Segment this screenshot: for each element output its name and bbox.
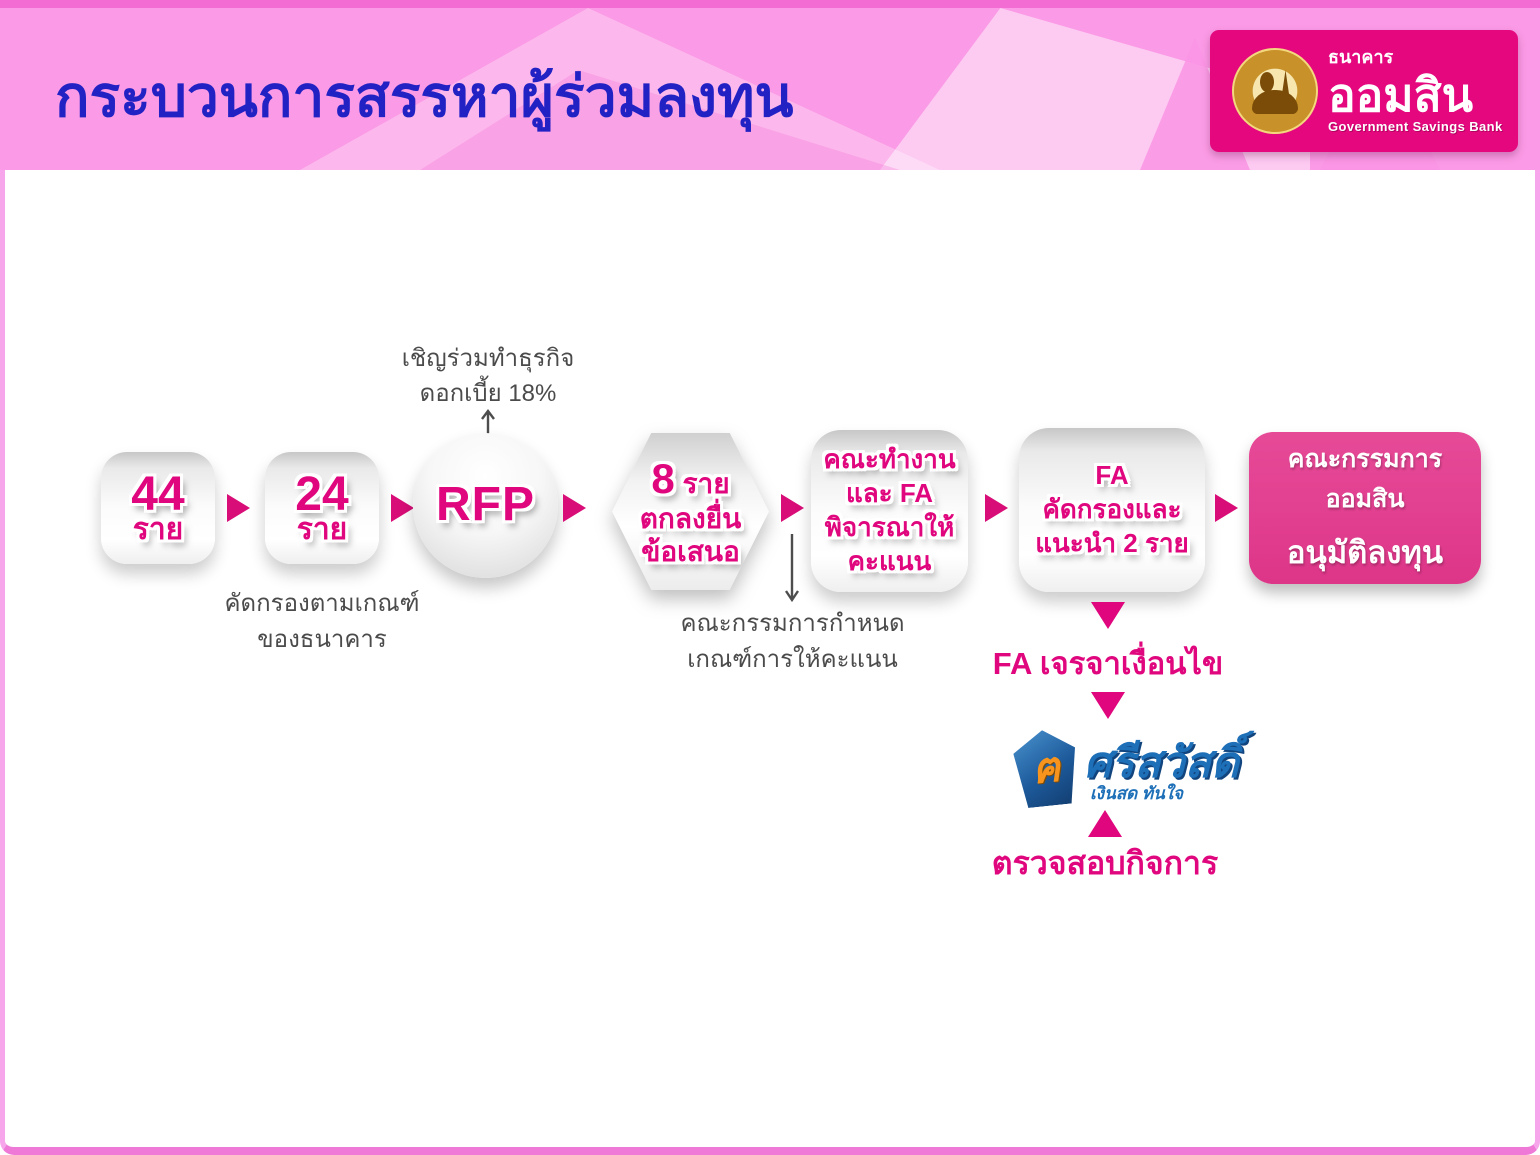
audit-label: ตรวจสอบกิจการ	[991, 845, 1219, 881]
triangle-down-icon	[1091, 692, 1125, 719]
flow-arrow-icon	[227, 494, 250, 522]
working-group-line1: คณะทำงาน	[823, 444, 956, 475]
emblem-detail	[1282, 70, 1289, 94]
gsb-emblem-icon	[1232, 48, 1318, 134]
down-arrow-icon	[785, 534, 799, 603]
screening-caption-line1: คัดกรองตามเกณฑ์	[224, 590, 420, 617]
top-accent-strip	[0, 0, 1540, 8]
flow-arrow-icon	[1215, 494, 1238, 522]
triangle-up-icon	[1088, 810, 1122, 837]
proposal-line1: 8 ราย	[651, 455, 729, 503]
srisawad-name: ศรีสวัสดิ์	[1084, 739, 1239, 787]
approval-line1: คณะกรรมการออมสิน	[1287, 445, 1443, 513]
step-24-unit: ราย	[296, 513, 348, 547]
gsb-bank-name-en: Government Savings Bank	[1328, 119, 1503, 135]
step-44-number: 44	[131, 468, 185, 522]
srisawad-tagline: เงินสด ทันใจ	[1090, 784, 1183, 803]
srisawad-glyph: ฅ	[1029, 742, 1063, 793]
fa-screen-line2: คัดกรองและ	[1042, 494, 1182, 525]
rfp-note-line2: ดอกเบี้ย 18%	[419, 379, 557, 407]
flow-arrow-icon	[563, 494, 586, 522]
rfp-note-line1: เชิญร่วมทำธุรกิจ	[401, 345, 575, 372]
step-box-24-candidates: 24 ราย	[265, 452, 379, 564]
emblem-detail	[1252, 90, 1298, 114]
step-box-board-approval: คณะกรรมการออมสิน อนุมัติลงทุน	[1249, 432, 1481, 584]
flow-arrow-icon	[391, 494, 414, 522]
step-44-unit: ราย	[132, 513, 184, 547]
flow-arrow-icon	[781, 494, 804, 522]
gsb-bank-name: ออมสิน	[1328, 69, 1474, 121]
scoring-caption: คณะกรรมการกำหนด เกณฑ์การให้คะแนน	[650, 606, 935, 678]
hexagon-shape: 8 ราย ตกลงยื่น ข้อเสนอ	[612, 433, 769, 590]
fa-screen-line3: แนะนำ 2 ราย	[1035, 527, 1189, 558]
gsb-bank-prefix: ธนาคาร	[1328, 47, 1394, 67]
scoring-caption-line1: คณะกรรมการกำหนด	[680, 610, 905, 637]
scoring-caption-line2: เกณฑ์การให้คะแนน	[687, 646, 898, 673]
rfp-label: RFP	[436, 478, 535, 532]
screening-caption-line2: ของธนาคาร	[257, 626, 387, 653]
fa-negotiation-label: FA เจรจาเงื่อนไข	[992, 646, 1224, 681]
step-box-fa-screen: FA คัดกรองและ แนะนำ 2 ราย	[1019, 428, 1205, 592]
gsb-bank-logo: ธนาคาร ออมสิน Government Savings Bank	[1210, 30, 1518, 152]
fa-screen-line1: FA	[1095, 460, 1129, 491]
step-hexagon-8-proposals: 8 ราย ตกลงยื่น ข้อเสนอ	[612, 433, 769, 590]
screening-caption: คัดกรองตามเกณฑ์ ของธนาคาร	[192, 586, 452, 658]
header-banner: กระบวนการสรรหาผู้ร่วมลงทุน ธนาคาร ออมสิน…	[0, 8, 1540, 170]
step-box-44-candidates: 44 ราย	[101, 452, 215, 564]
page-title: กระบวนการสรรหาผู้ร่วมลงทุน	[55, 65, 794, 129]
triangle-down-icon	[1091, 602, 1125, 629]
proposal-unit: ราย	[682, 468, 730, 500]
working-group-line2: และ FA	[845, 478, 934, 509]
proposal-line3: ข้อเสนอ	[641, 535, 740, 567]
working-group-line4: คะแนน	[847, 545, 932, 576]
rfp-note: เชิญร่วมทำธุรกิจ ดอกเบี้ย 18%	[365, 342, 611, 412]
step-circle-rfp: RFP	[413, 433, 558, 578]
flow-arrow-icon	[985, 494, 1008, 522]
emblem-detail	[1260, 72, 1274, 92]
srisawad-shield-icon: ฅ	[1011, 727, 1081, 809]
srisawad-company-logo: ฅ ศรีสวัสดิ์ เงินสด ทันใจ	[1010, 722, 1239, 818]
proposal-number: 8	[651, 455, 675, 503]
proposal-line2: ตกลงยื่น	[639, 503, 742, 535]
step-box-working-group: คณะทำงาน และ FA พิจารณาให้ คะแนน	[811, 430, 968, 592]
slide-body: 44 ราย 24 ราย คัดกรองตามเกณฑ์ ของธนาคาร …	[0, 170, 1540, 1155]
step-24-number: 24	[295, 468, 349, 522]
gsb-logo-text: ธนาคาร ออมสิน Government Savings Bank	[1328, 42, 1503, 134]
approval-line2: อนุมัติลงทุน	[1286, 535, 1444, 570]
working-group-line3: พิจารณาให้	[824, 512, 955, 542]
